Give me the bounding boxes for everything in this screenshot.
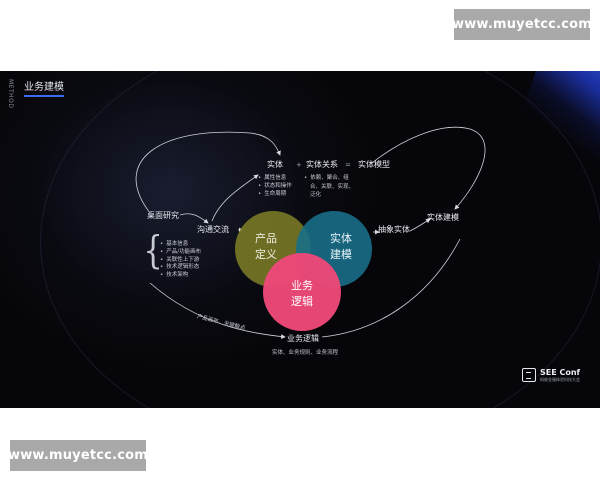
research-items-list: 基本信息 产品/功能画布 关联性上下游 技术逻辑形态 技术架构 xyxy=(160,241,201,280)
desktop-research-label: 桌面研究 xyxy=(147,211,179,220)
list-item: 基本信息 xyxy=(160,241,201,249)
formula-entity-relation: 实体关系 xyxy=(306,160,338,169)
arc-left-top xyxy=(135,131,281,214)
logo-name: SEE Conf xyxy=(540,368,581,377)
watermark-bottom: www.muyetcc.com xyxy=(8,440,148,471)
abstract-entity-label: 抽象实体 xyxy=(378,225,410,234)
flow-arrows xyxy=(135,126,486,339)
logic-circle-line-1: 业务 xyxy=(291,279,313,292)
arrow-research-to-communication xyxy=(179,213,209,224)
brace-icon: { xyxy=(143,228,163,272)
list-item: 关联性上下游 xyxy=(160,257,201,265)
business-logic-circle: 业务 逻辑 xyxy=(263,253,341,331)
background-ring xyxy=(40,71,600,408)
business-logic-sub-label: 实体、业务规则、业务流程 xyxy=(272,350,339,356)
formula-equals: = xyxy=(345,161,351,169)
arc-right-top xyxy=(371,126,486,210)
business-logic-label: 业务逻辑 xyxy=(287,334,319,343)
list-item: 生命周期 xyxy=(258,191,292,199)
see-conf-logo-icon xyxy=(522,368,536,382)
relation-attributes-line-3: 泛化 xyxy=(310,192,322,198)
communication-label: 沟通交流 xyxy=(197,225,229,234)
list-item: 属性信息 xyxy=(258,175,292,183)
list-item: 技术架构 xyxy=(160,272,201,280)
arrow-abstract-to-modeling xyxy=(409,218,431,232)
arc-bottom xyxy=(149,282,286,339)
formula-plus: + xyxy=(296,161,302,169)
entity-attributes-list: 属性信息 状态和操作 生命周期 xyxy=(258,175,292,198)
logic-circle-line-2: 逻辑 xyxy=(291,295,313,308)
arc-bottom-right xyxy=(321,238,461,338)
logo-subtitle: 蚂蚁金服体验科技大会 xyxy=(540,377,580,382)
relation-attributes-line-2: 合、关联、实现、 xyxy=(310,184,355,190)
diagram-slide: METHOD 业务建模 实体 + 实体关系 = 实体模型 属性信息 状态和操作 … xyxy=(0,71,600,408)
formula-entity: 实体 xyxy=(267,160,283,169)
formula-entity-model: 实体模型 xyxy=(358,160,390,169)
entity-circle-line-2: 建模 xyxy=(330,248,352,261)
list-item: 技术逻辑形态 xyxy=(160,264,201,272)
see-conf-logo: SEE Conf 蚂蚁金服体验科技大会 xyxy=(522,368,580,382)
list-item: 依赖、聚合、组 xyxy=(304,175,349,183)
list-item: 状态和操作 xyxy=(258,183,292,191)
list-item: 产品/功能画布 xyxy=(160,249,201,257)
entity-modeling-label: 实体建模 xyxy=(427,213,459,222)
slide-title: 业务建模 xyxy=(24,82,64,97)
entity-circle-line-1: 实体 xyxy=(330,232,352,245)
product-circle-line-1: 产品 xyxy=(255,232,277,245)
arrow-communication-up xyxy=(211,174,259,222)
relation-attributes-list: 依赖、聚合、组 xyxy=(304,175,349,183)
side-label: METHOD xyxy=(7,79,14,109)
watermark-top: www.muyetcc.com xyxy=(452,9,592,40)
product-circle-line-2: 定义 xyxy=(255,248,277,261)
